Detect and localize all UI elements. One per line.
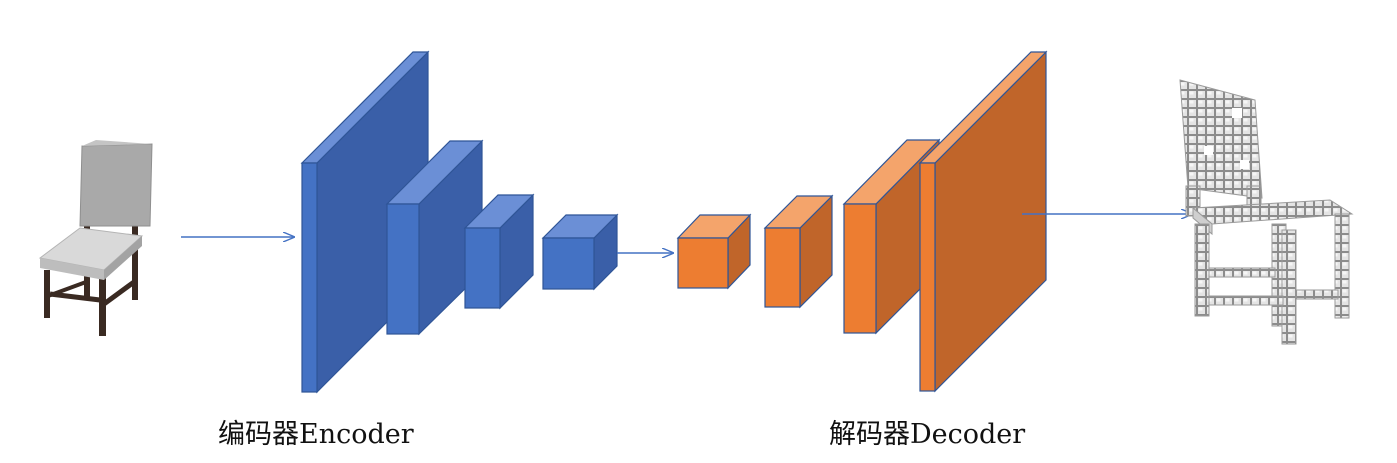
encoder-block-4 (541, 213, 619, 291)
encoder-block-3 (463, 193, 535, 310)
decoder-block-4 (918, 50, 1048, 393)
decoder-block-3 (842, 138, 941, 335)
decoder-block-2 (763, 194, 834, 309)
encoder-label: 编码器Encoder (218, 419, 414, 450)
decoder-block-1 (676, 213, 752, 290)
chair-3d-render-icon (38, 140, 153, 336)
voxel-chair-icon (1179, 79, 1354, 345)
decoder-label: 解码器Decoder (829, 419, 1026, 450)
